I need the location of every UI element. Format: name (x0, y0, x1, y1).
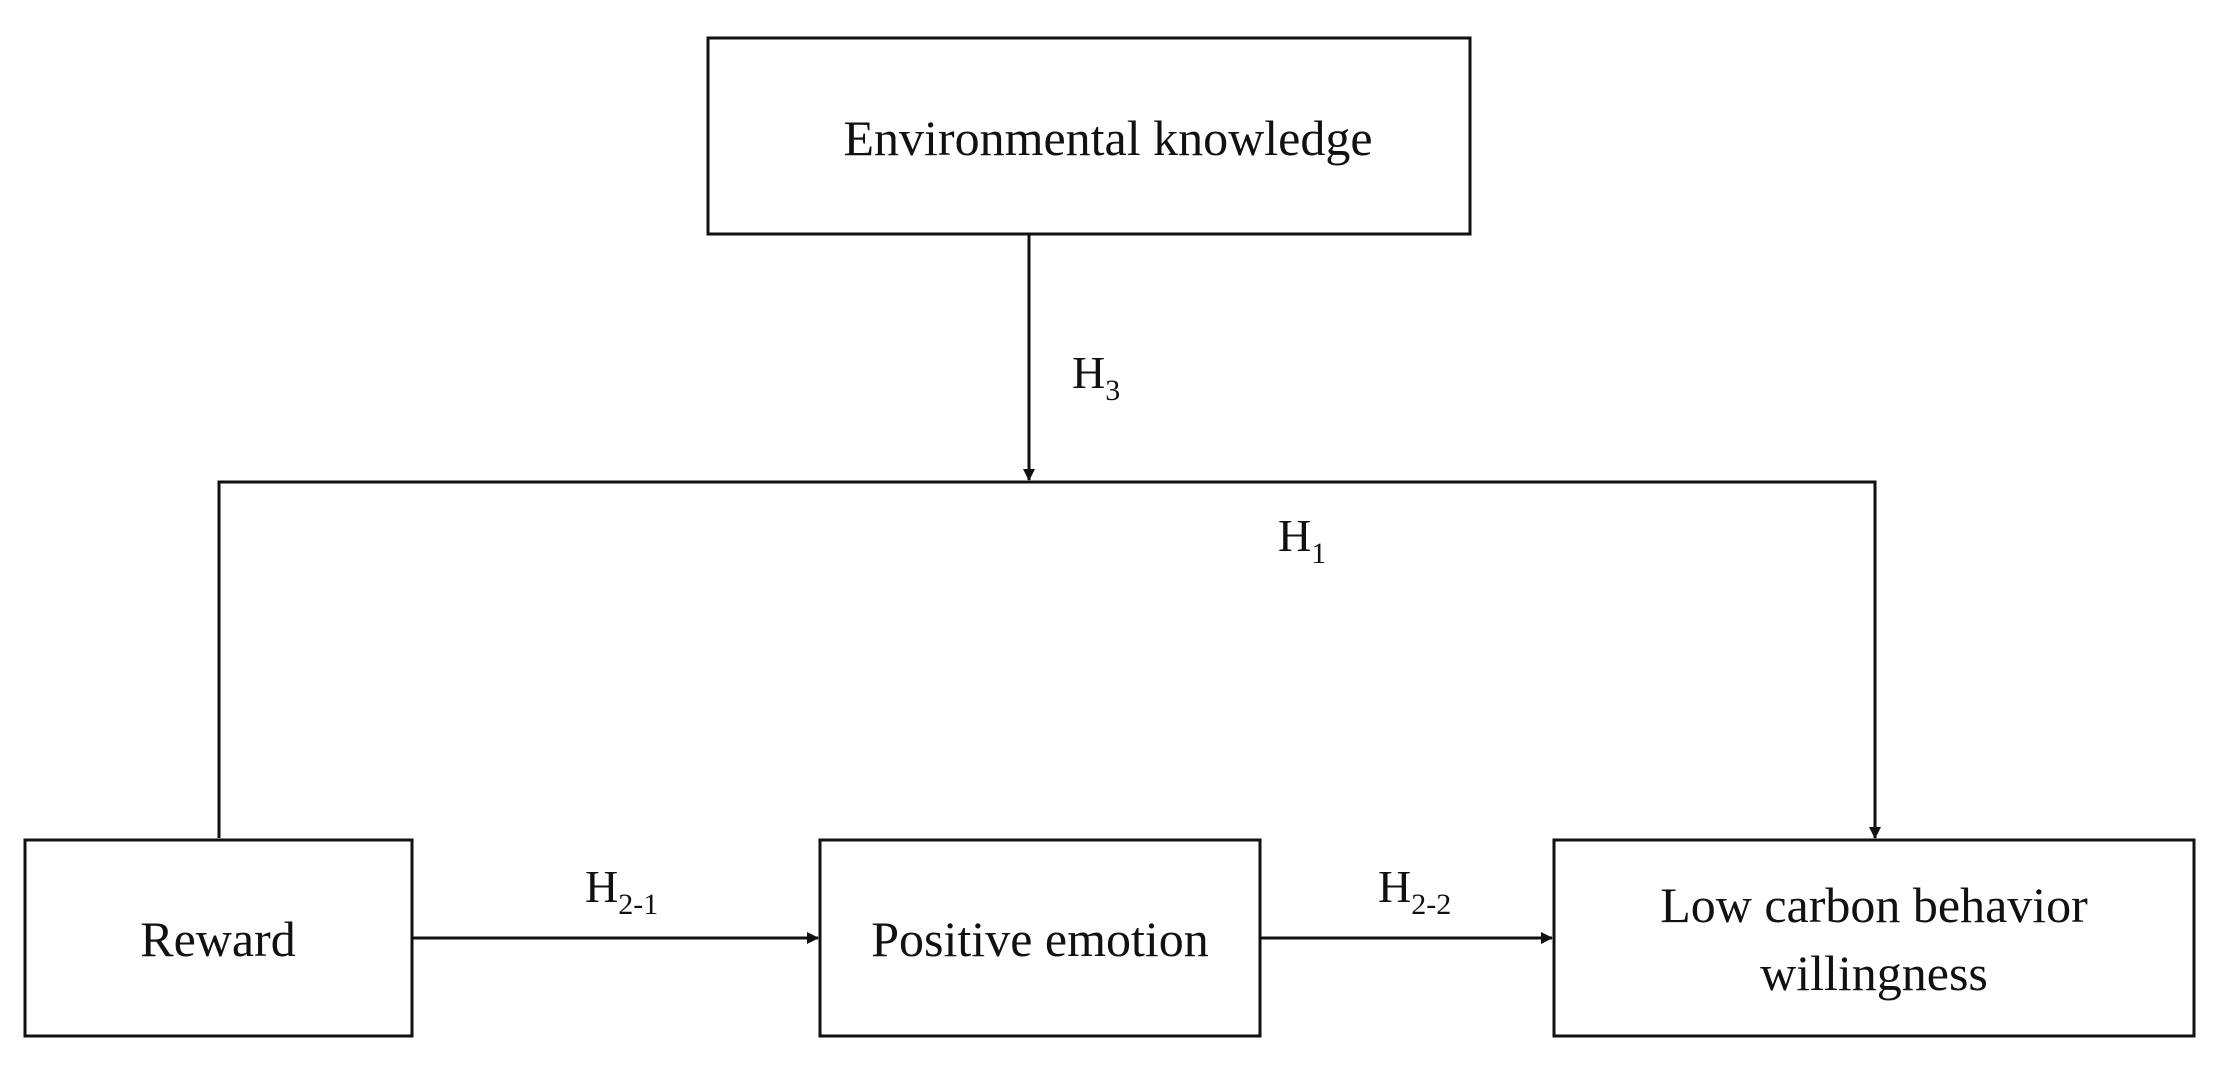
edge-label-h1: H1 (1278, 510, 1326, 570)
node-label-environmental-knowledge: Environmental knowledge (843, 110, 1372, 166)
edge-label-h1-main: H (1278, 510, 1311, 561)
node-label-positive-emotion: Positive emotion (871, 911, 1209, 967)
node-box (23, 838, 414, 1038)
edge-label-h2-2-main: H (1378, 861, 1411, 912)
edge-h2-1: H2-1 (412, 861, 819, 944)
edge-label-h3-sub: 3 (1105, 374, 1120, 407)
edge-label-h1-sub: 1 (1311, 537, 1326, 570)
node-environmental-knowledge: Environmental knowledge (706, 36, 1472, 236)
node-label-reward: Reward (140, 911, 296, 967)
edge-label-h2-1-sub: 2-1 (618, 888, 658, 921)
edge-label-h2-2-sub: 2-2 (1411, 888, 1451, 921)
edge-h2-2: H2-2 (1260, 861, 1553, 944)
node-box (1552, 838, 2196, 1038)
edge-h1-line (217, 480, 1881, 839)
node-low-carbon-behavior-willingness: Low carbon behavior willingness (1552, 838, 2196, 1038)
node-label-low-carbon-line1: Low carbon behavior (1660, 877, 2088, 933)
node-label-low-carbon-line2: willingness (1760, 945, 1988, 1001)
node-box (818, 838, 1262, 1038)
node-box (706, 36, 1472, 236)
edge-label-h2-1: H2-1 (585, 861, 658, 921)
edge-label-h3-main: H (1072, 347, 1105, 398)
edge-label-h2-2: H2-2 (1378, 861, 1451, 921)
node-positive-emotion: Positive emotion (818, 838, 1262, 1038)
node-reward: Reward (23, 838, 414, 1038)
edge-label-h2-1-main: H (585, 861, 618, 912)
edge-h3: H3 (1023, 234, 1120, 481)
edge-label-h3: H3 (1072, 347, 1120, 407)
edge-h1: H1 (217, 480, 1881, 839)
